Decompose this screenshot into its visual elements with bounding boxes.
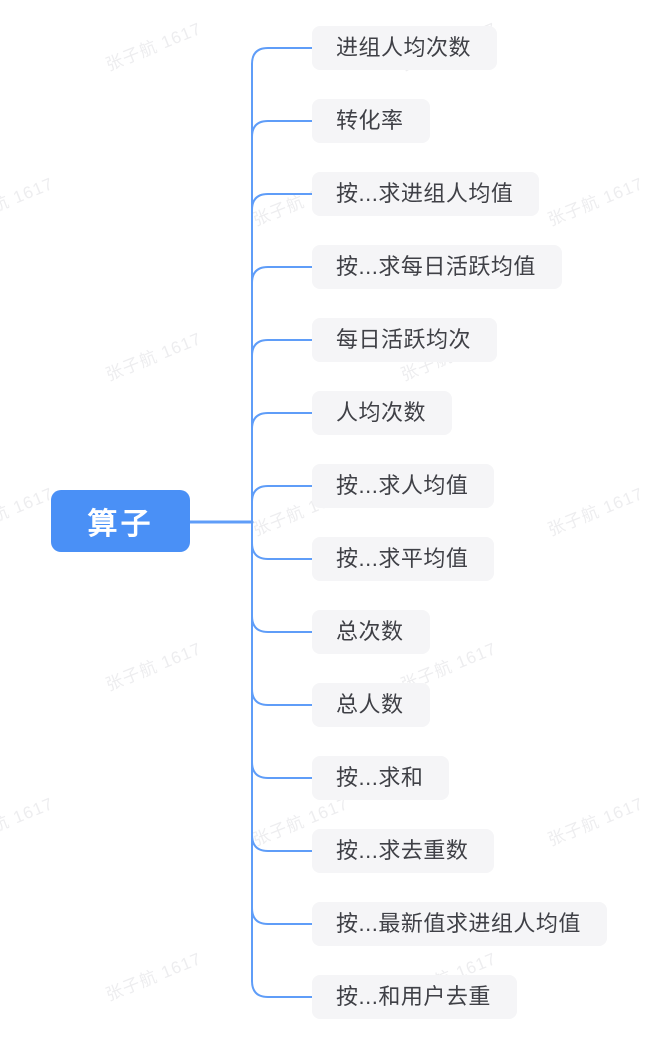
mindmap-node[interactable]: 按...求每日活跃均值 [312, 245, 562, 289]
mindmap-node[interactable]: 按...求进组人均值 [312, 172, 540, 216]
mindmap-node[interactable]: 按...求去重数 [312, 829, 495, 873]
mindmap-node[interactable]: 按...和用户去重 [312, 975, 517, 1019]
connector-path [251, 834, 313, 852]
connector-path [251, 120, 313, 138]
connector-path [251, 412, 313, 430]
mindmap-node[interactable]: 每日活跃均次 [312, 318, 498, 362]
mindmap-node[interactable]: 按...最新值求进组人均值 [312, 902, 607, 946]
mindmap-node[interactable]: 总次数 [312, 610, 430, 654]
mindmap-node[interactable]: 转化率 [312, 99, 430, 143]
connector-path [251, 193, 313, 211]
connector-path [251, 907, 313, 925]
root-node[interactable]: 算子 [51, 490, 190, 552]
connector-path [251, 485, 313, 503]
connector-path [251, 688, 313, 706]
mindmap-node[interactable]: 进组人均次数 [312, 26, 498, 70]
mindmap-node[interactable]: 按...求人均值 [312, 464, 495, 508]
mindmap-node[interactable]: 总人数 [312, 683, 430, 727]
connector-path [251, 339, 313, 357]
mindmap-node[interactable]: 按...求和 [312, 756, 450, 800]
mindmap-node[interactable]: 按...求平均值 [312, 537, 495, 581]
connector-path [251, 615, 313, 633]
connector-path [251, 266, 313, 284]
connector-path [251, 980, 313, 998]
connector-path [251, 47, 313, 65]
mindmap-node[interactable]: 人均次数 [312, 391, 453, 435]
connector-path [251, 761, 313, 779]
connector-path [251, 542, 313, 560]
